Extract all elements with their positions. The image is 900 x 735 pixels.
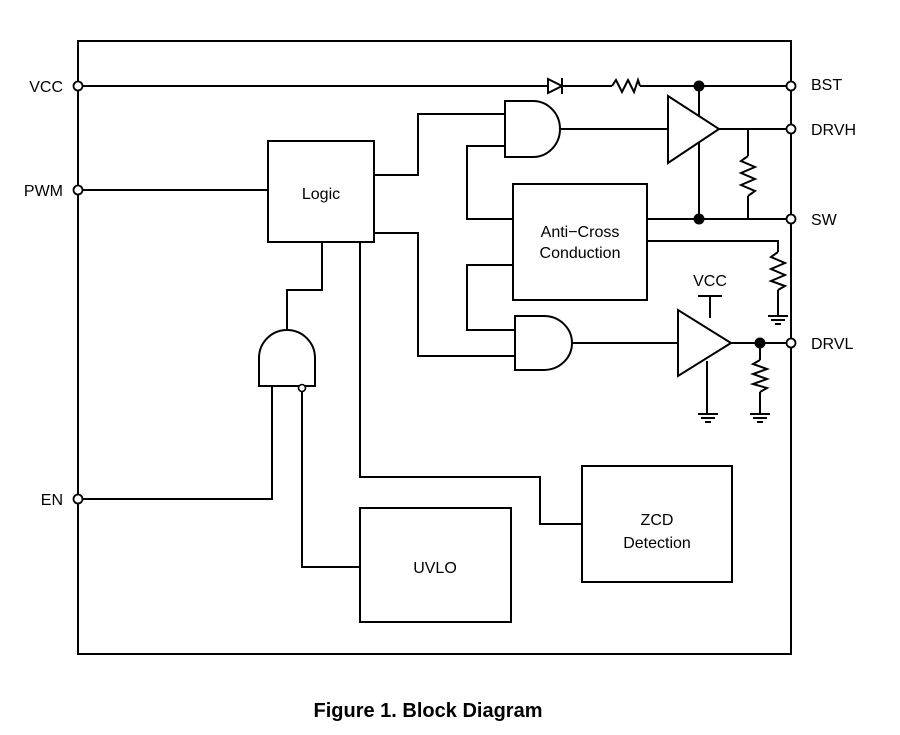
figure-caption: Figure 1. Block Diagram [314,700,543,722]
vcc-pin-icon [72,80,84,92]
high-side-and-gate-icon [504,100,561,158]
drvl-pin-icon [785,337,797,349]
zcd-label-line1: ZCD [641,512,674,529]
zcd-label-line2: Detection [623,535,691,552]
bst-pin-icon [785,80,797,92]
anti-cross-label-line2: Conduction [540,245,621,262]
drvh-pin-icon [785,123,797,135]
junction-dot-sw [693,213,705,225]
drvh-pin-label: DRVH [811,122,856,139]
sw-pin-label: SW [811,212,838,229]
vcc-pin-label: VCC [29,79,63,96]
pwm-pin-label: PWM [24,183,63,200]
en-pin-label: EN [41,492,63,509]
sw-pulldown-resistor-icon [768,251,788,291]
zcd-detection-block [581,465,733,583]
low-side-and-gate-icon [514,315,573,371]
high-side-driver-icon [667,94,721,165]
drvh-sw-resistor-icon [738,155,758,197]
junction-dot-drvl [754,337,766,349]
bootstrap-resistor-icon [611,76,641,95]
uvlo-block [359,507,512,623]
anti-cross-label-line1: Anti−Cross [541,224,620,241]
wires [78,85,791,568]
bootstrap-diode-icon [547,77,565,95]
junction-dot-bst [693,80,705,92]
en-pin-icon [72,493,84,505]
pwm-pin-icon [72,184,84,196]
anti-cross-conduction-block [512,183,648,301]
logic-label: Logic [302,186,340,203]
enable-and-gate-icon [258,329,316,387]
low-side-driver-icon [677,308,733,378]
drvl-pin-label: DRVL [811,336,853,353]
drvl-pulldown-resistor-icon [749,359,770,393]
uvlo-label: UVLO [413,560,457,577]
sw-pin-icon [785,213,797,225]
driver-supply-label: VCC [693,273,727,290]
logic-block [267,140,375,243]
inverted-input-bubble-icon [297,383,307,393]
bst-pin-label: BST [811,77,842,94]
